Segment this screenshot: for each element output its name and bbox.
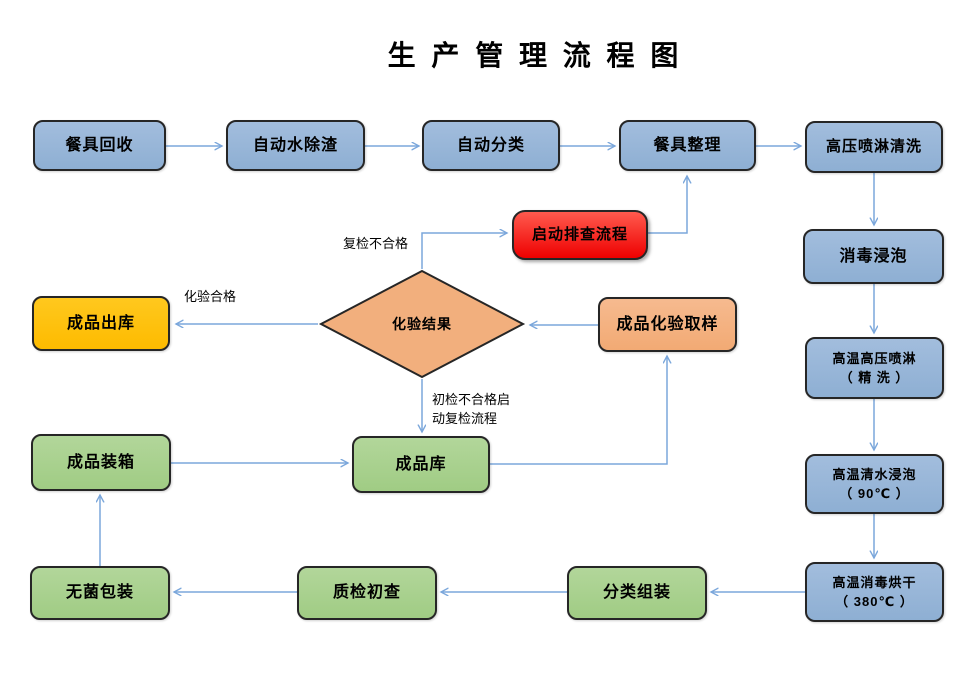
node-auto-sorting: 自动分类 xyxy=(422,120,560,171)
node-sublabel: （ 精 洗 ） xyxy=(839,370,910,385)
edge-investigation-to-arranging xyxy=(648,176,687,234)
node-label: 分类组装 xyxy=(602,584,671,602)
node-disinfection-soaking: 消毒浸泡 xyxy=(803,229,944,284)
node-label: 成品化验取样 xyxy=(616,315,719,333)
page-title: 生 产 管 理 流 程 图 xyxy=(387,40,683,71)
node-high-temp-high-pressure-spray: 高温高压喷淋 （ 精 洗 ） xyxy=(805,337,944,399)
node-quality-initial-check: 质检初查 xyxy=(297,566,437,620)
node-label: 自动水除渣 xyxy=(252,136,338,154)
diamond-shape xyxy=(318,269,526,379)
node-high-pressure-spray-wash: 高压喷淋清洗 xyxy=(805,121,943,173)
node-label: 启动排查流程 xyxy=(531,225,628,243)
edge-label-initial-fail-line1: 初检不合格启 xyxy=(432,392,511,407)
edge-label-recheck-fail: 复检不合格 xyxy=(343,236,409,251)
node-label: 化验结果 xyxy=(392,315,452,332)
node-label: 自动分类 xyxy=(456,136,525,154)
node-sterile-packaging: 无菌包装 xyxy=(30,566,170,620)
node-product-warehouse: 成品库 xyxy=(352,436,490,493)
node-label: 质检初查 xyxy=(332,584,401,602)
node-label: 成品装箱 xyxy=(66,453,135,471)
node-high-temp-disinfect-drying-380c: 高温消毒烘干 （ 380℃ ） xyxy=(805,562,944,622)
node-label: 高温清水浸泡 xyxy=(832,466,917,482)
node-product-boxing: 成品装箱 xyxy=(31,434,171,491)
node-label: 成品出库 xyxy=(66,314,135,332)
node-test-result-decision: 化验结果 xyxy=(318,269,526,379)
edge-label-initial-fail-line2: 动复检流程 xyxy=(432,410,498,426)
node-label: 餐具整理 xyxy=(653,136,722,154)
node-tableware-arranging: 餐具整理 xyxy=(619,120,756,171)
node-tableware-recycling: 餐具回收 xyxy=(33,120,166,171)
edge-testresult-to-investigation xyxy=(421,233,507,269)
node-label: 餐具回收 xyxy=(65,136,134,154)
node-product-test-sampling: 成品化验取样 xyxy=(598,297,737,352)
node-label: 无菌包装 xyxy=(65,584,134,602)
node-label: 高压喷淋清洗 xyxy=(825,137,922,155)
node-label: 消毒浸泡 xyxy=(839,247,908,265)
node-high-temp-water-soak-90c: 高温清水浸泡 （ 90℃ ） xyxy=(805,454,944,514)
edge-label-test-pass: 化验合格 xyxy=(184,289,237,304)
node-label: 高温高压喷淋 xyxy=(832,350,917,366)
edge-warehouse-to-sampling xyxy=(490,356,667,465)
node-sublabel: （ 90℃ ） xyxy=(839,486,910,501)
node-auto-water-deslagging: 自动水除渣 xyxy=(226,120,365,171)
edge-label-initial-fail: 初检不合格启 动复检流程 xyxy=(432,391,510,429)
node-label: 成品库 xyxy=(395,455,447,473)
node-product-outbound: 成品出库 xyxy=(32,296,170,351)
node-label: 高温消毒烘干 xyxy=(832,574,917,590)
node-sorting-assembly: 分类组装 xyxy=(567,566,707,620)
node-sublabel: （ 380℃ ） xyxy=(835,594,914,609)
node-start-investigation-process: 启动排查流程 xyxy=(512,210,648,260)
